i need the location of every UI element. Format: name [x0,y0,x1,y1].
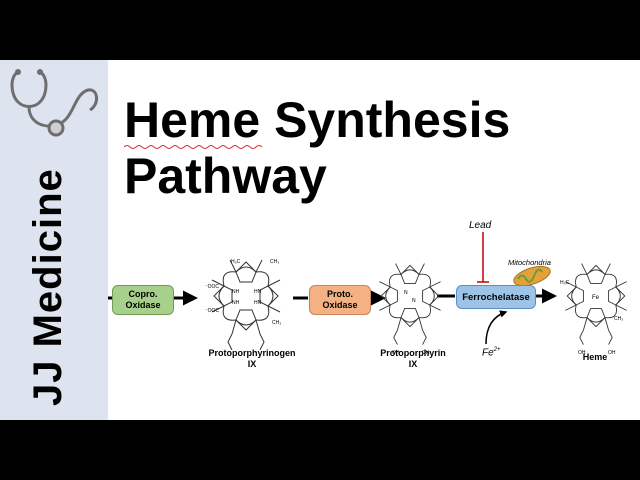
hn-label-2: HN [254,300,262,306]
oh-label-1: OH [392,350,400,356]
iron-cofactor-arrow [485,310,508,345]
ch3-label-heme: CH₃ [614,316,623,322]
protoporphyrinogen-line-2: IX [247,359,257,369]
ferro-label: Ferrochelatase [462,291,530,303]
copro-line-2: Oxidase [125,300,161,310]
protoporphyrin-line-2: IX [408,359,418,369]
fe-center-label: Fe [592,295,600,301]
proto-line-2: Oxidase [322,300,358,310]
lead-label: Lead [469,220,492,231]
h3c-label-1: H₃C [231,259,241,265]
oh-label-heme-2: OH [608,350,616,356]
heme-label: Heme [582,352,608,362]
page-title: Heme Synthesis Pathway [124,92,510,204]
title-line-2: Pathway [124,148,327,204]
stethoscope-icon [10,69,98,137]
nh-label-1: NH [232,289,240,295]
protoporphyrinogen-label: Protoporphyrinogen IX [196,348,308,370]
ch3-label-2: CH₃ [272,320,281,326]
h3c-label-heme: H₃C [560,280,570,286]
pathway-diagram: ⁻OOC ⁻OOC NH HN NH HN H₃C CH₃ CH₃ N N OH… [108,232,628,356]
proto-line-1: Proto. [327,289,353,299]
oh-label-heme-1: OH [578,350,586,356]
ooc-label-top: ⁻OOC [205,284,219,290]
heme-structure [564,263,628,346]
copro-oxidase-box: Copro. Oxidase [112,285,174,315]
protoporphyrinogen-line-1: Protoporphyrinogen [208,348,296,358]
mitochondrion-icon [513,265,551,287]
proto-oxidase-box: Proto. Oxidase [309,285,371,315]
ooc-label-bottom: ⁻OOC [205,308,219,314]
n-label-2: N [412,298,416,304]
title-line-1: Heme Synthesis [124,92,511,148]
iron-cofactor-label: Fe2+ [482,347,501,358]
iron-symbol: Fe [482,347,494,359]
spellcheck-underline [124,145,263,149]
protoporphyrinogen-structure [211,259,281,351]
iron-charge: 2+ [493,347,501,353]
mitochondria-label: Mitochondria [508,258,551,267]
protoporphyrin-structure [378,263,442,346]
slide: JJ Medicine Heme Synthesis Pathway [0,60,640,420]
nh-label-2: NH [232,300,240,306]
oh-label-2: OH [422,350,430,356]
protoporphyrin-label: Protoporphyrin IX [370,348,456,370]
hn-label-1: HN [254,289,262,295]
protoporphyrin-line-1: Protoporphyrin [380,348,446,358]
n-label-1: N [404,290,408,296]
ferrochelatase-box: Ferrochelatase [456,285,536,309]
copro-line-1: Copro. [128,289,158,299]
ch3-label-1: CH₃ [270,259,279,265]
sidebar: JJ Medicine [0,60,108,420]
